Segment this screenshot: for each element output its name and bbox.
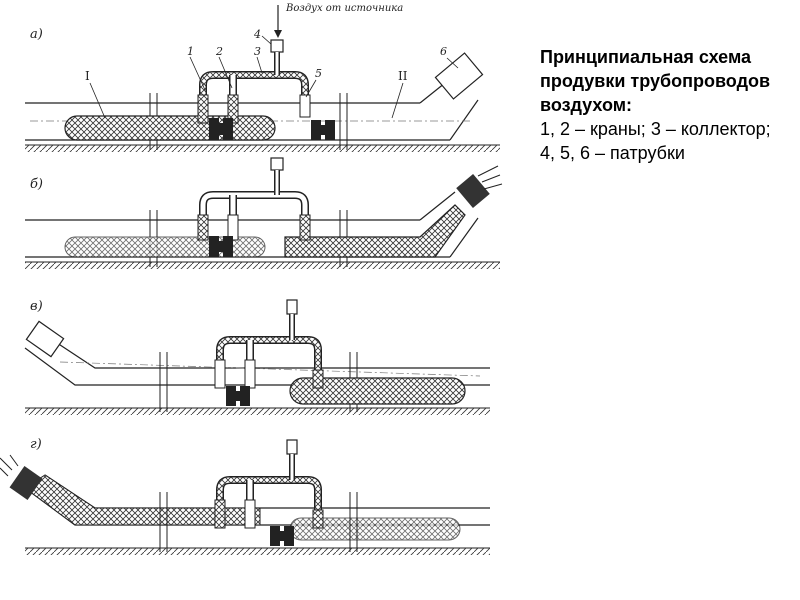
outlet-spray-icon: [456, 173, 490, 209]
outlet-spray-icon: [9, 466, 43, 500]
purged-section-1: [64, 115, 276, 141]
nozzle-5: [299, 94, 311, 118]
panel-c-label: в): [30, 299, 43, 314]
section-label-1: I: [85, 69, 90, 83]
outlet-nozzle-6: [434, 52, 484, 100]
figure-caption: Принципиальная схема продувки трубопрово…: [540, 45, 780, 165]
caption-title: Принципиальная схема продувки трубопрово…: [540, 47, 771, 115]
panel-b: б): [25, 157, 503, 269]
panel-a-label: а): [30, 27, 43, 42]
purged-section-4: [24, 474, 261, 526]
panel-d-label: г): [30, 437, 42, 452]
purged-section-2: [284, 204, 466, 258]
callout-3: 3: [254, 45, 261, 58]
callout-5: 5: [315, 67, 322, 80]
callout-2: 2: [215, 45, 223, 58]
caption-legend: 1, 2 – краны; 3 – коллектор; 4, 5, 6 – п…: [540, 119, 771, 163]
callout-6: 6: [440, 45, 447, 58]
purge-scheme-diagram: а) Воздух от источника: [0, 3, 503, 555]
air-source-label: Воздух от источника: [285, 3, 403, 14]
panel-d: г): [0, 437, 490, 555]
ground-hatch: [25, 145, 500, 152]
panel-a: а) Воздух от источника: [25, 3, 500, 152]
panel-b-label: б): [30, 177, 43, 192]
callout-4: 4: [253, 28, 261, 41]
panel-c: в): [24, 299, 490, 415]
valve-2: [311, 120, 335, 140]
section-label-2: II: [398, 69, 408, 83]
nozzle-4: [270, 39, 284, 53]
air-arrow-icon: [274, 30, 282, 38]
callout-1: 1: [187, 45, 194, 58]
purged-section-3: [289, 377, 466, 405]
valve-1: [209, 118, 233, 140]
